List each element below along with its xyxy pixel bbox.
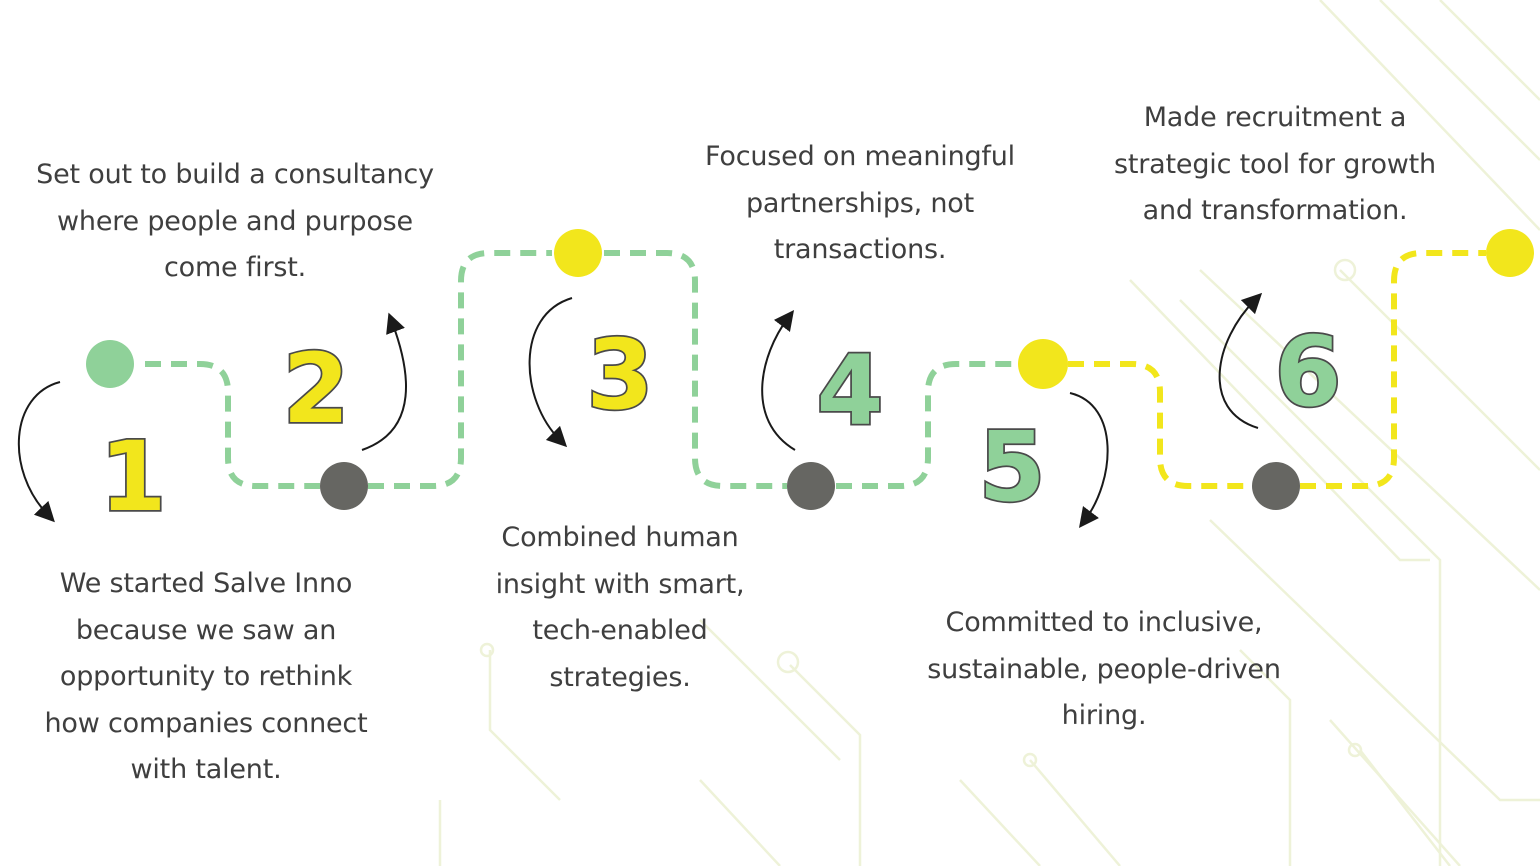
milestone-dots — [86, 229, 1534, 510]
arrow-icon — [761, 310, 796, 451]
step-4-description: Focused on meaningful partnerships, not … — [705, 141, 1015, 265]
arrow-icon — [528, 297, 573, 448]
arrow-icon — [361, 312, 408, 451]
curved-arrows — [17, 292, 1263, 529]
path-segment-green — [145, 250, 1018, 489]
step-number-6: 6 — [1275, 316, 1342, 428]
dot-step-6 — [1252, 462, 1300, 510]
step-1-description: We started Salve Inno because we saw an … — [44, 568, 368, 785]
step-2-description: Set out to build a consultancy where peo… — [36, 159, 434, 283]
step-numbers: 1 2 3 4 5 6 — [98, 314, 1343, 535]
timeline-path — [145, 250, 1486, 489]
dot-start — [86, 340, 134, 388]
arrow-icon — [17, 381, 61, 523]
step-6-description: Made recruitment a strategic tool for gr… — [1114, 102, 1436, 226]
step-3-description: Combined human insight with smart, tech-… — [495, 522, 745, 693]
step-number-4: 4 — [817, 335, 884, 447]
dot-step-4 — [787, 462, 835, 510]
step-number-1: 1 — [100, 421, 167, 533]
dot-end — [1486, 229, 1534, 277]
arrow-icon — [1069, 392, 1109, 529]
step-5-description: Committed to inclusive, sustainable, peo… — [927, 607, 1281, 731]
arrow-icon — [1218, 292, 1263, 429]
dot-step-2 — [320, 462, 368, 510]
dot-step-5 — [1018, 339, 1068, 389]
step-number-2: 2 — [283, 333, 350, 445]
dot-step-3 — [554, 229, 602, 277]
step-number-3: 3 — [587, 319, 654, 431]
step-number-5: 5 — [979, 411, 1046, 523]
path-segment-yellow — [1068, 250, 1486, 489]
